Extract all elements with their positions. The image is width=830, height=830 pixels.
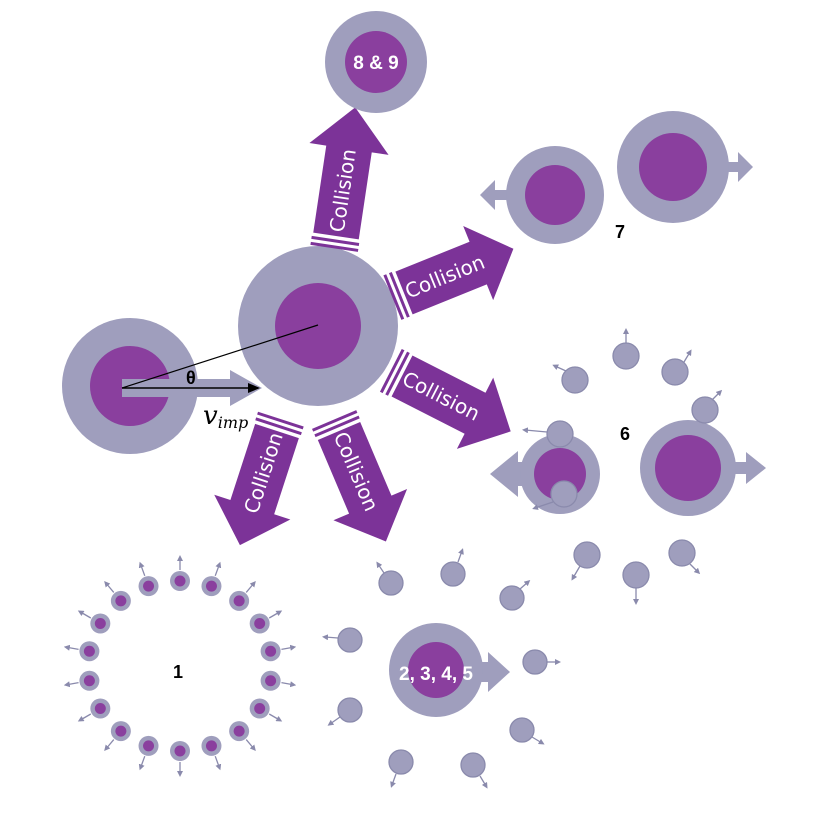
collision-arrow-upper-right: Collision bbox=[383, 225, 514, 320]
fragment-velocity-arrow bbox=[214, 561, 222, 577]
channel-7-label: 7 bbox=[615, 222, 625, 242]
fragment-core bbox=[143, 740, 155, 752]
fragment-core bbox=[265, 645, 277, 657]
impact-parameter-line bbox=[121, 324, 319, 389]
channel-7-fragments: 7 bbox=[480, 111, 753, 244]
target-nucleus bbox=[238, 246, 398, 406]
fragment-velocity-arrow bbox=[281, 644, 297, 651]
collision-arrow-down-right: Collision bbox=[312, 410, 408, 542]
fragment-velocity-arrow bbox=[268, 610, 283, 619]
fragment-core bbox=[233, 595, 245, 607]
fragment-core bbox=[205, 740, 217, 752]
fragment-core bbox=[174, 745, 186, 757]
fragment-core bbox=[94, 618, 106, 629]
channel-6-fragments: 6 bbox=[490, 328, 766, 605]
fragment-core bbox=[174, 575, 186, 587]
fragment-core bbox=[233, 725, 245, 737]
channel-6-label: 6 bbox=[620, 424, 630, 444]
channel-8-9-nucleus: 8 & 9 bbox=[325, 11, 427, 113]
velocity-label: vimp bbox=[203, 401, 248, 432]
fragment-velocity-arrow bbox=[77, 713, 92, 722]
fragment-core bbox=[254, 703, 266, 714]
fragment-velocity-arrow bbox=[245, 739, 256, 752]
fragment-core bbox=[83, 675, 95, 687]
fragment-core bbox=[115, 595, 127, 607]
fragment-core bbox=[83, 645, 95, 657]
fragment-velocity-arrow bbox=[214, 755, 222, 771]
fragment-velocity-arrow bbox=[268, 713, 283, 722]
fragment-velocity-arrow bbox=[77, 610, 92, 619]
fragment-core bbox=[254, 618, 266, 629]
fragment-core bbox=[265, 675, 277, 687]
fragment-velocity-arrow bbox=[245, 580, 256, 593]
fragment-core bbox=[94, 703, 106, 714]
channel-2345-fragments: 2, 3, 4, 5 bbox=[322, 548, 561, 789]
channel-2345-label: 2, 3, 4, 5 bbox=[399, 664, 473, 685]
collision-arrow-up: Collision bbox=[309, 107, 389, 252]
fragment-core bbox=[115, 725, 127, 737]
fragment-velocity-arrow bbox=[138, 755, 146, 771]
theta-label: θ bbox=[186, 368, 196, 388]
channel-1-label: 1 bbox=[173, 662, 183, 682]
fragment-velocity-arrow bbox=[138, 561, 146, 577]
fragment-core bbox=[143, 580, 155, 592]
fragment-velocity-arrow bbox=[63, 681, 79, 688]
channel-8-9-label: 8 & 9 bbox=[353, 53, 398, 74]
fragment-velocity-arrow bbox=[63, 644, 79, 651]
fragment-velocity-arrow bbox=[104, 739, 115, 752]
fragment-velocity-arrow bbox=[104, 580, 115, 593]
fragment-velocity-arrow bbox=[281, 681, 297, 688]
channel-1-fragments: 1 bbox=[63, 555, 297, 777]
collision-arrow-right-down: Collision bbox=[379, 348, 511, 449]
fragment-core bbox=[205, 580, 217, 592]
